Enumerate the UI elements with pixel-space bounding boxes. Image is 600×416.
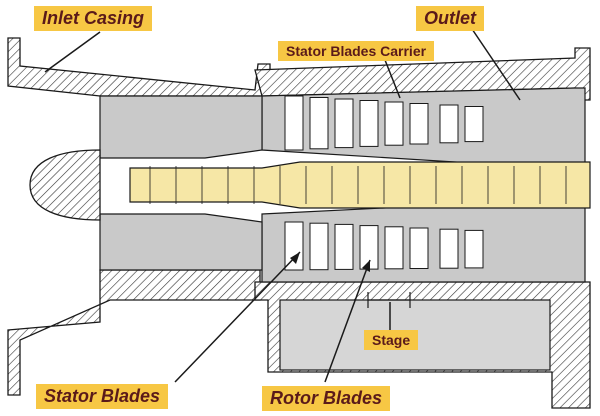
lower-blade: [409, 227, 429, 269]
lower-blade: [464, 229, 484, 269]
rotor-shaft-segments: [149, 166, 567, 204]
stage-label: Stage: [364, 330, 419, 351]
inlet-inner-upper: [99, 95, 263, 159]
rotor-blades-leader: [324, 259, 371, 383]
inlet-casing-leader: [44, 31, 101, 73]
rotor-blades-arrowhead: [362, 260, 370, 272]
upper-blade: [334, 98, 354, 149]
stator-blades-arrowhead: [290, 252, 300, 264]
inlet-inner-lower: [99, 213, 263, 271]
stator-blades-label: Stator Blades: [36, 384, 169, 409]
stator-blades-carrier-leader: [384, 59, 401, 99]
lower-blade: [439, 228, 459, 269]
upper-blade: [384, 101, 404, 146]
upper-blade-row: [284, 95, 484, 151]
lower-blade: [384, 226, 404, 270]
upper-blade: [284, 95, 304, 151]
inlet-casing-upper: [7, 37, 271, 97]
outlet-label: Outlet: [416, 6, 484, 31]
upper-blade: [359, 100, 379, 147]
lower-blade: [284, 221, 304, 271]
upper-blade: [464, 106, 484, 143]
lower-blade: [334, 223, 354, 270]
stator-blades-carrier-label: Stator Blades Carrier: [278, 41, 435, 62]
stator-blades-leader: [174, 251, 301, 383]
upper-blade: [409, 103, 429, 145]
upper-blade: [439, 104, 459, 144]
lower-blade-row: [284, 221, 484, 271]
upper-blade: [309, 97, 329, 150]
rotor-blades-label: Rotor Blades: [262, 386, 391, 411]
outlet-leader: [469, 25, 521, 101]
lower-blade: [309, 222, 329, 271]
rotor-shaft: [129, 161, 591, 209]
nose-cone: [29, 149, 101, 221]
inlet-casing-lower: [7, 269, 261, 396]
inlet-casing-label: Inlet Casing: [34, 6, 153, 31]
